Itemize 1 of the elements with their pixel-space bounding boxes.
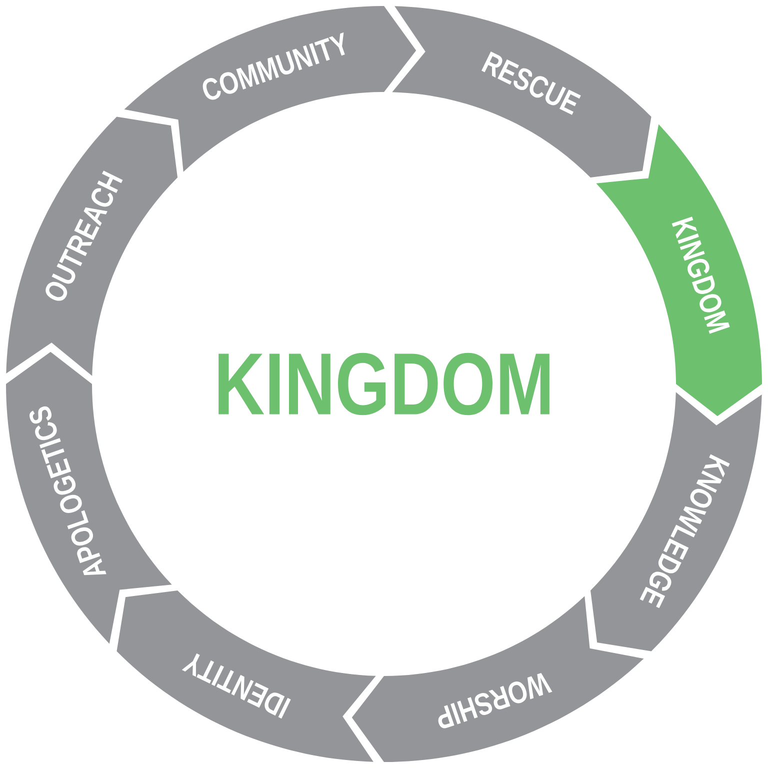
center-title: KINGDOM — [218, 352, 550, 416]
